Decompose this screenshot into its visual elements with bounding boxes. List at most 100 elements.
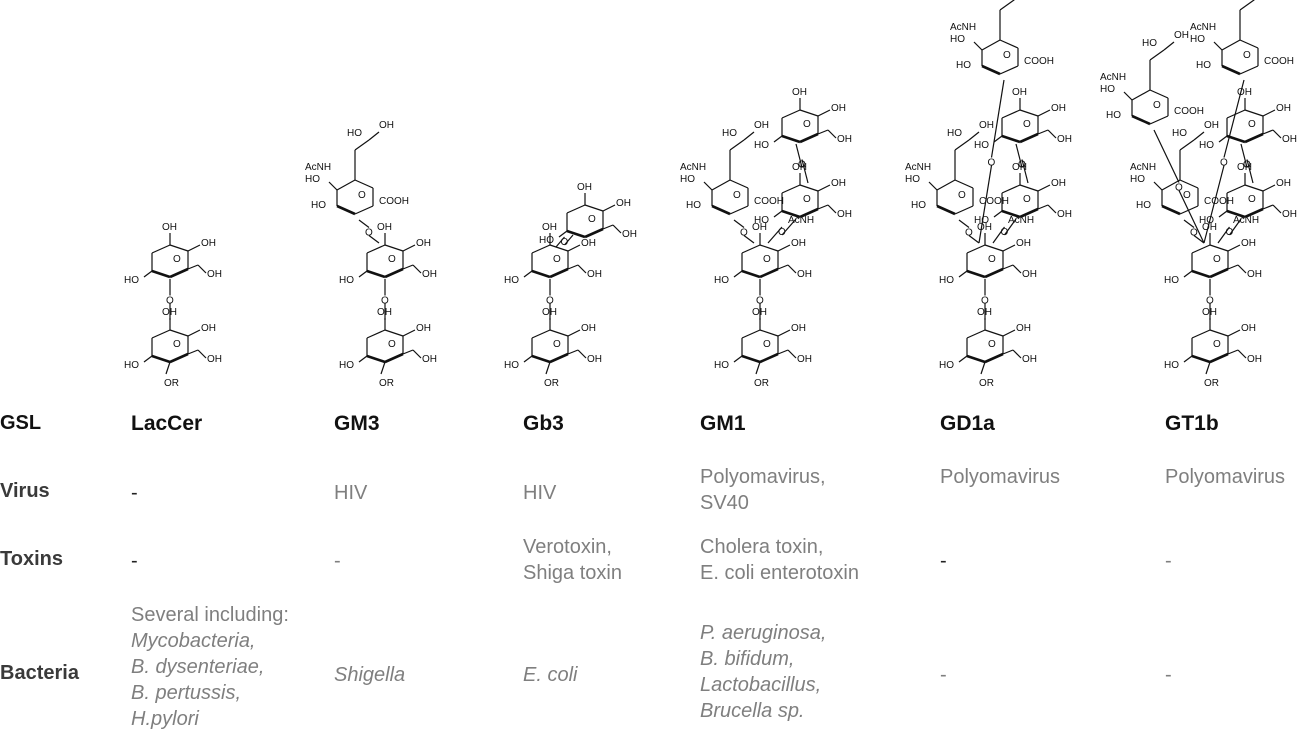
ring-oxygen: O — [803, 194, 811, 205]
hydroxyl: OH — [422, 269, 437, 280]
ring-bond — [781, 134, 801, 144]
glycosidic-oxygen: O — [1001, 227, 1009, 238]
glycosidic-oxygen: O — [1243, 160, 1251, 171]
ring-bond — [999, 39, 1019, 49]
substituent-bond — [1047, 204, 1057, 214]
substituent-bond — [523, 270, 533, 278]
hydroxyl: HO — [680, 174, 695, 185]
glycosidic-oxygen: O — [1220, 158, 1228, 169]
glycosidic-bond — [368, 235, 380, 244]
glycosidic-oxygen: O — [1190, 228, 1198, 239]
glycosidic-oxygen: O — [365, 228, 373, 239]
carboxyl: COOH — [1264, 56, 1294, 67]
substituent-bond — [1237, 349, 1247, 359]
hydroxyl: OH — [577, 182, 592, 193]
hydroxyl: HO — [1136, 200, 1151, 211]
bacteria-laccer-line2: Mycobacteria, — [131, 630, 256, 652]
hydroxyl: HO — [1199, 140, 1214, 151]
hydroxyl: OH — [797, 354, 812, 365]
hydroxyl: OH — [379, 120, 394, 131]
glycosidic-oxygen: O — [1226, 227, 1234, 238]
glycosidic-bond — [1004, 218, 1017, 236]
acetamido: AcNH — [1190, 22, 1216, 33]
ring-oxygen: O — [358, 190, 366, 201]
substituent-bond — [973, 41, 983, 51]
hydroxyl: HO — [1199, 215, 1214, 226]
substituent-bond — [380, 361, 386, 375]
ring-bond — [366, 354, 386, 364]
hydroxyl: OH — [791, 323, 806, 334]
hydroxyl: OH — [837, 209, 852, 220]
substituent-bond — [777, 329, 791, 337]
hydroxyl: HO — [714, 275, 729, 286]
hydroxyl: OH — [831, 103, 846, 114]
glycosidic-oxygen: O — [546, 296, 554, 307]
ring-bond — [549, 244, 569, 252]
acetamido: AcNH — [680, 162, 706, 173]
virus-laccer: - — [131, 482, 138, 504]
bacteria-gb3: E. coli — [523, 664, 578, 686]
row-label-bacteria: Bacteria — [0, 662, 79, 684]
virus-gm1: Polyomavirus, SV40 — [700, 464, 826, 516]
ring-bond — [1019, 132, 1039, 144]
ring-oxygen: O — [1003, 50, 1011, 61]
hydroxyl: OH — [837, 134, 852, 145]
hydroxyl: OH — [797, 269, 812, 280]
hydroxyl: OH — [542, 222, 557, 233]
ring-oxygen: O — [1023, 194, 1031, 205]
gsl-name-gm1: GM1 — [700, 412, 746, 435]
substituent-bond — [1123, 91, 1133, 101]
hydroxyl: OH — [1012, 162, 1027, 173]
hydroxyl: HO — [714, 360, 729, 371]
glycosidic-bond — [1153, 129, 1180, 183]
substituent-bond — [187, 264, 199, 270]
ring-bond — [936, 204, 956, 216]
ring-bond — [1226, 109, 1246, 119]
hydroxyl: OH — [1237, 87, 1252, 98]
substituent-bond — [1218, 210, 1228, 218]
substituent-bond — [1047, 129, 1057, 139]
substituent-bond — [187, 349, 199, 355]
ring-bond — [366, 244, 386, 254]
hydroxyl: HO — [939, 360, 954, 371]
glycosidic-oxygen: O — [166, 296, 174, 307]
substituent-bond — [577, 264, 587, 274]
hydroxyl: OH — [1247, 269, 1262, 280]
ring-bond — [151, 329, 171, 339]
substituent-bond — [402, 264, 414, 270]
toxins-gb3-line2: Shiga toxin — [523, 562, 622, 584]
substituent-bond — [143, 355, 153, 363]
hydroxyl: HO — [305, 174, 320, 185]
substituent-bond — [1227, 349, 1239, 355]
glycosidic-bond — [1193, 235, 1205, 244]
substituent-bond — [567, 349, 579, 355]
glycosidic-bond — [743, 235, 755, 244]
ring-bond — [1221, 64, 1241, 76]
hydroxyl: HO — [339, 275, 354, 286]
hydroxyl: OH — [1057, 134, 1072, 145]
ring-bond — [1019, 184, 1039, 192]
hydroxyl: HO — [974, 215, 989, 226]
toxins-gb3: Verotoxin, Shiga toxin — [523, 534, 622, 586]
glycosidic-bond — [795, 143, 803, 168]
hydroxyl: OH — [1022, 269, 1037, 280]
substituent-bond — [412, 264, 422, 274]
ring-oxygen: O — [388, 339, 396, 350]
bacteria-laccer-line3: B. dysenteriae, — [131, 656, 265, 678]
ring-oxygen: O — [1248, 119, 1256, 130]
substituent-bond — [1218, 135, 1228, 143]
ring-bond — [1131, 114, 1151, 126]
ring-bond — [729, 179, 749, 189]
ring-bond — [1191, 244, 1211, 254]
acetamido: AcNH — [950, 22, 976, 33]
hydroxyl: HO — [956, 60, 971, 71]
substituent-bond — [787, 264, 797, 274]
hydroxyl: HO — [950, 34, 965, 45]
ring-bond — [1209, 329, 1229, 337]
toxins-gm1-line2: E. coli enterotoxin — [700, 562, 859, 584]
substituent-bond — [187, 244, 201, 252]
substituent-bond — [1037, 109, 1051, 117]
ring-oxygen: O — [173, 339, 181, 350]
ring-bond — [741, 329, 761, 339]
ring-oxygen: O — [803, 119, 811, 130]
